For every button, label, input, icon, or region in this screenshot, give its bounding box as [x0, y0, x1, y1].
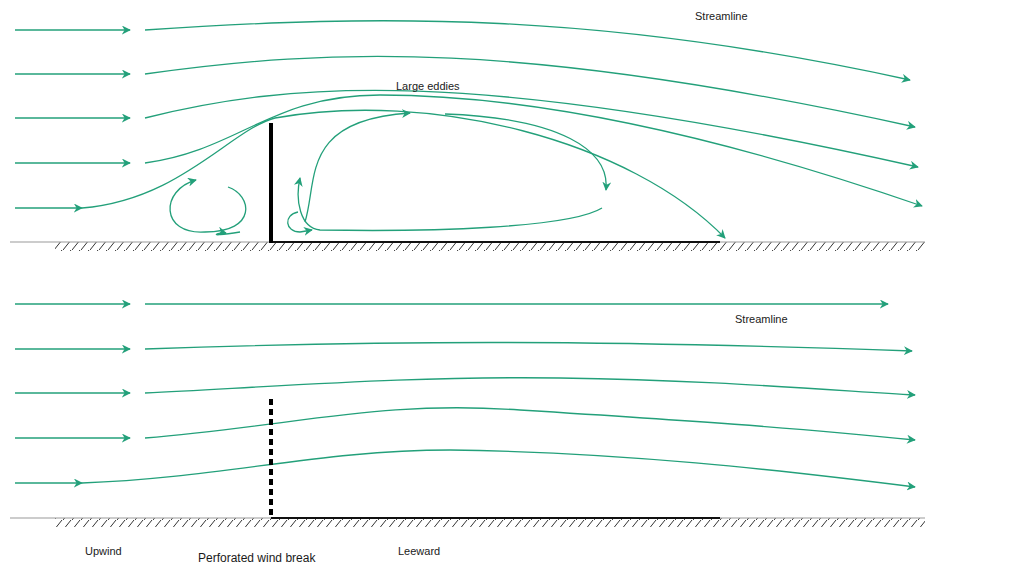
streamlines-perforated-break — [15, 304, 915, 487]
streamline-label: Streamline — [735, 313, 788, 326]
wind-break-label: Perforated wind break — [198, 552, 315, 566]
side-label: Leeward — [398, 545, 440, 558]
solid-wind-break — [269, 123, 273, 243]
streamlines-solid-break — [15, 21, 922, 238]
eddy-label: Large eddies — [396, 80, 460, 93]
perforated-wind-break — [269, 399, 273, 519]
ground — [10, 242, 925, 527]
streamline-label: Streamline — [695, 10, 748, 23]
side-label: Upwind — [85, 545, 122, 558]
